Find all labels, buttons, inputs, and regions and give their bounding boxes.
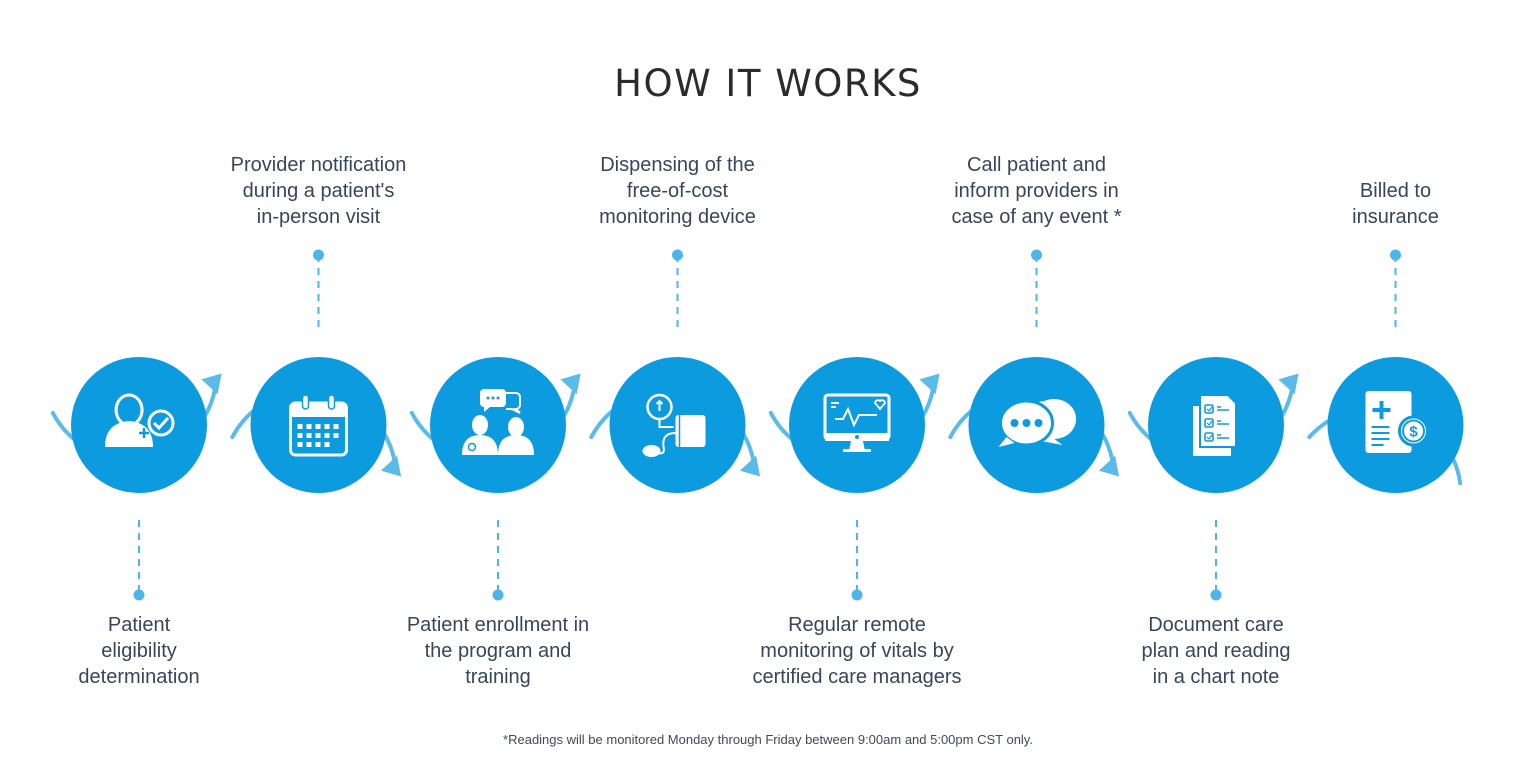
step-label-line: Dispensing of the bbox=[600, 154, 755, 176]
step-label-line: insurance bbox=[1352, 206, 1439, 228]
medical-bill-dollar-icon: $ bbox=[1365, 391, 1429, 453]
step-circle bbox=[789, 357, 925, 493]
step-circle bbox=[430, 357, 566, 493]
calendar-icon bbox=[289, 394, 348, 457]
connector-dot bbox=[672, 249, 683, 261]
step-label-line: certified care managers bbox=[752, 666, 962, 688]
connector-dot bbox=[1031, 249, 1042, 261]
step-label-line: Provider notification bbox=[230, 154, 407, 176]
process-step-5 bbox=[768, 357, 940, 601]
process-step-1 bbox=[50, 357, 222, 601]
step-label-line: Billed to bbox=[1359, 180, 1432, 202]
arrow-head-icon bbox=[739, 455, 761, 477]
step-label-line: case of any event * bbox=[951, 206, 1122, 228]
step-label-1: Patient eligibility determination bbox=[19, 612, 259, 690]
step-label-4: Dispensing of the free-of-cost monitoring … bbox=[558, 152, 798, 230]
step-label-3: Patient enrollment in the program and trai… bbox=[378, 612, 618, 690]
step-label-8: Billed to insurance bbox=[1276, 178, 1516, 230]
step-label-line: the program and bbox=[424, 640, 572, 662]
step-label-line: during a patient's bbox=[242, 180, 395, 202]
connector-dot bbox=[1210, 589, 1222, 601]
doctor-patient-chat-icon bbox=[462, 389, 534, 455]
step-label-line: Document care bbox=[1148, 614, 1284, 636]
connector-dot bbox=[313, 249, 324, 261]
process-step-2 bbox=[230, 249, 402, 493]
connector-dot bbox=[1390, 249, 1401, 261]
dollar-sign-icon: $ bbox=[1409, 424, 1418, 441]
step-label-line: inform providers in bbox=[954, 180, 1119, 202]
step-label-line: determination bbox=[78, 666, 200, 688]
arrow-head-icon bbox=[560, 373, 581, 395]
step-label-line: plan and reading bbox=[1141, 640, 1291, 662]
arrow-head-icon bbox=[201, 373, 222, 395]
step-label-line: Call patient and bbox=[967, 154, 1106, 176]
step-label-line: free-of-cost bbox=[626, 180, 729, 202]
process-step-6 bbox=[948, 249, 1120, 493]
step-label-6: Call patient and inform providers in case … bbox=[917, 152, 1157, 230]
step-label-line: eligibility bbox=[101, 640, 177, 662]
step-label-line: monitoring of vitals by bbox=[760, 640, 954, 662]
arrow-head-icon bbox=[380, 455, 402, 477]
step-label-line: training bbox=[465, 666, 531, 688]
process-step-8: $ bbox=[1307, 249, 1464, 493]
step-label-5: Regular remote monitoring of vitals by cer… bbox=[737, 612, 977, 690]
process-step-3 bbox=[409, 357, 581, 601]
step-label-line: Regular remote bbox=[788, 614, 926, 636]
footnote: *Readings will be monitored Monday throu… bbox=[503, 732, 1033, 747]
arrow-head-icon bbox=[1278, 373, 1299, 395]
page-title: HOW IT WORKS bbox=[614, 62, 922, 105]
connector-dot bbox=[492, 589, 504, 601]
connector-dot bbox=[851, 589, 863, 601]
patient-check-icon bbox=[105, 393, 175, 447]
connector-dot bbox=[133, 589, 145, 601]
arrow-head-icon bbox=[1098, 455, 1120, 477]
step-label-7: Document care plan and reading in a chart … bbox=[1096, 612, 1336, 690]
step-label-line: in a chart note bbox=[1152, 666, 1280, 688]
blood-pressure-monitor-icon bbox=[642, 393, 706, 457]
step-label-line: in-person visit bbox=[256, 206, 381, 228]
chat-bubbles-icon bbox=[998, 399, 1077, 447]
step-label-line: Patient enrollment in bbox=[406, 614, 590, 636]
heart-monitor-screen-icon bbox=[823, 393, 891, 452]
step-label-line: monitoring device bbox=[599, 206, 756, 228]
process-step-7 bbox=[1127, 357, 1299, 601]
checklist-document-icon bbox=[1191, 394, 1237, 458]
step-label-line: Patient bbox=[107, 614, 171, 636]
step-label-2: Provider notification during a patient's i… bbox=[199, 152, 439, 230]
process-step-4 bbox=[589, 249, 761, 493]
arrow-head-icon bbox=[919, 373, 940, 395]
